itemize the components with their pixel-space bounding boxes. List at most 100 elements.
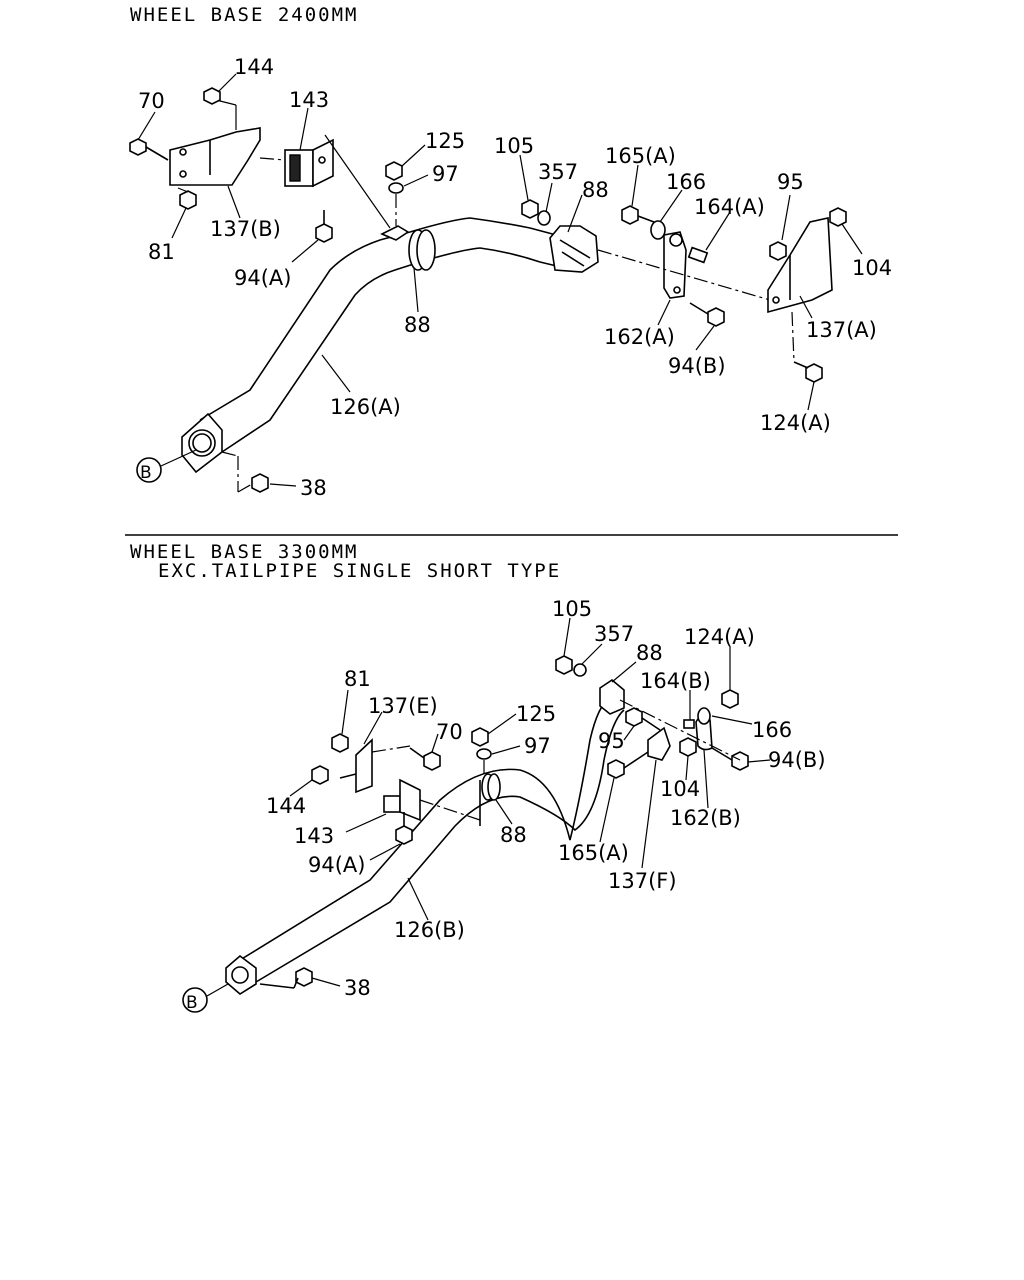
bolt-95-bottom xyxy=(625,707,643,727)
clamp-88-right-bottom xyxy=(599,679,625,715)
bottom-diagram: B xyxy=(182,597,826,1013)
label-124a-top: 124(A) xyxy=(760,411,831,435)
label-162b-bottom: 162(B) xyxy=(670,806,741,830)
rubber-166-bottom xyxy=(697,707,711,725)
top-section-heading: WHEEL BASE 2400MM xyxy=(130,4,359,26)
label-70-bottom: 70 xyxy=(436,720,463,744)
label-38-top: 38 xyxy=(300,476,327,500)
pipe-flange-b-bottom xyxy=(225,954,257,995)
label-105-bottom: 105 xyxy=(552,597,592,621)
label-104-top: 104 xyxy=(852,256,892,280)
bracket-137f xyxy=(647,726,671,761)
label-164a-top: 164(A) xyxy=(694,195,765,219)
spacer-164a-top xyxy=(687,246,709,264)
label-104-bottom: 104 xyxy=(660,777,700,801)
bracket-137b xyxy=(169,127,261,186)
nut-38-top xyxy=(251,473,269,493)
top-diagram: B xyxy=(129,55,892,500)
nut-81-top xyxy=(179,190,197,210)
bottom-section-subheading: EXC.TAILPIPE SINGLE SHORT TYPE xyxy=(158,560,562,582)
label-b-top: B xyxy=(140,463,152,483)
label-b-bottom: B xyxy=(186,993,198,1013)
hanger-162a xyxy=(663,231,687,299)
label-125-bottom: 125 xyxy=(516,702,556,726)
label-105-top: 105 xyxy=(494,134,534,158)
bolt-165a-top xyxy=(621,205,639,225)
label-97-top: 97 xyxy=(432,162,459,186)
label-126b-bottom: 126(B) xyxy=(394,918,465,942)
label-137a-top: 137(A) xyxy=(806,318,877,342)
label-165a-top: 165(A) xyxy=(605,144,676,168)
nut-104-bottom xyxy=(679,737,697,757)
washer-357-top xyxy=(537,210,551,226)
label-144-top: 144 xyxy=(234,55,274,79)
label-143-bottom: 143 xyxy=(294,824,334,848)
label-164b-bottom: 164(B) xyxy=(640,669,711,693)
label-88-right-top: 88 xyxy=(582,178,609,202)
pipe-flange-b xyxy=(181,412,223,474)
washer-357-bottom xyxy=(573,663,587,677)
bolt-95-top xyxy=(769,241,787,261)
label-166-bottom: 166 xyxy=(752,718,792,742)
bolt-70-top xyxy=(129,138,147,156)
label-357-bottom: 357 xyxy=(594,622,634,646)
bolt-94b-bottom xyxy=(731,751,749,771)
front-pipe-126b xyxy=(239,697,611,961)
connection-b-marker xyxy=(136,457,162,483)
connection-b-marker-bottom xyxy=(182,987,208,1013)
label-95-top: 95 xyxy=(777,170,804,194)
nut-125-bottom xyxy=(471,727,489,747)
label-137f-bottom: 137(F) xyxy=(608,869,677,893)
bottom-section-heading: WHEEL BASE 3300MM xyxy=(130,541,359,563)
nut-144-bottom xyxy=(311,765,329,785)
label-143-top: 143 xyxy=(289,88,329,112)
label-81-top: 81 xyxy=(148,240,175,264)
bolt-165a-bottom xyxy=(607,759,625,779)
nut-104-top xyxy=(829,207,847,227)
washer-97-top xyxy=(388,182,404,194)
spacer-164b-bottom xyxy=(683,719,695,729)
nut-124a-bottom xyxy=(721,689,739,709)
bolt-94a-top xyxy=(315,223,333,243)
bolt-70-bottom xyxy=(423,751,441,771)
nut-124a-top xyxy=(805,363,823,383)
label-165a-bottom: 165(A) xyxy=(558,841,629,865)
label-137e-bottom: 137(E) xyxy=(368,694,438,718)
nut-105-bottom xyxy=(555,655,573,675)
label-94a-top: 94(A) xyxy=(234,266,291,290)
label-137b-top: 137(B) xyxy=(210,217,281,241)
bracket-137e xyxy=(355,738,373,794)
label-125-top: 125 xyxy=(425,129,465,153)
label-94b-bottom: 94(B) xyxy=(768,748,826,772)
nut-81-bottom xyxy=(331,733,349,753)
label-38-bottom: 38 xyxy=(344,976,371,1000)
label-70-top: 70 xyxy=(138,89,165,113)
nut-144-top xyxy=(203,87,221,105)
label-94a-bottom: 94(A) xyxy=(308,853,365,877)
mount-143-bottom xyxy=(383,795,401,813)
label-126a-top: 126(A) xyxy=(330,395,401,419)
bolt-94b-top xyxy=(707,307,725,327)
label-162a-top: 162(A) xyxy=(604,325,675,349)
nut-125-top xyxy=(385,161,403,181)
rubber-166-top xyxy=(650,220,666,240)
nut-105-top xyxy=(521,199,539,219)
label-88-middle-top: 88 xyxy=(404,313,431,337)
label-81-bottom: 81 xyxy=(344,667,371,691)
front-pipe-126a xyxy=(199,217,561,421)
label-124a-bottom: 124(A) xyxy=(684,625,755,649)
label-357-top: 357 xyxy=(538,160,578,184)
bolt-94a-bottom xyxy=(395,825,413,845)
label-97-bottom: 97 xyxy=(524,734,551,758)
label-144-bottom: 144 xyxy=(266,794,306,818)
label-88-right-bottom: 88 xyxy=(636,641,663,665)
label-88-middle-bottom: 88 xyxy=(500,823,527,847)
nut-38-bottom xyxy=(295,967,313,987)
label-166-top: 166 xyxy=(666,170,706,194)
label-95-bottom: 95 xyxy=(598,729,625,753)
label-94b-top: 94(B) xyxy=(668,354,726,378)
bracket-137a xyxy=(767,217,833,314)
washer-97-bottom xyxy=(476,748,492,760)
